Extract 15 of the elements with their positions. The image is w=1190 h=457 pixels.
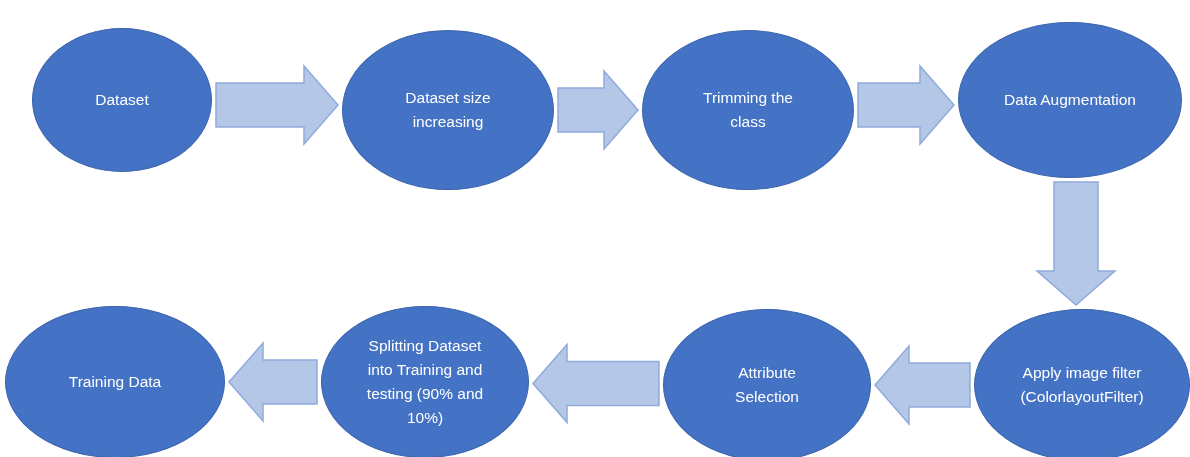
node-label: Splitting Dataset into Training and testing (90% and 10%) bbox=[365, 335, 485, 428]
block-arrow bbox=[557, 69, 639, 151]
node-label: Training Data bbox=[68, 372, 162, 392]
node-label: Apply image filter (ColorlayoutFilter) bbox=[1019, 363, 1145, 407]
node-label: Trimming the class bbox=[702, 88, 794, 132]
node-label: Dataset bbox=[95, 90, 149, 110]
block-arrow bbox=[215, 64, 339, 146]
node-label: Dataset size increasing bbox=[404, 88, 492, 132]
block-arrow bbox=[857, 64, 955, 146]
block-arrow bbox=[532, 342, 660, 425]
block-arrow bbox=[228, 341, 318, 423]
node-label: Data Augmentation bbox=[1004, 90, 1136, 110]
block-arrow bbox=[874, 344, 971, 426]
block-arrow bbox=[1035, 181, 1117, 306]
node-label: Attribute Selection bbox=[734, 363, 800, 407]
